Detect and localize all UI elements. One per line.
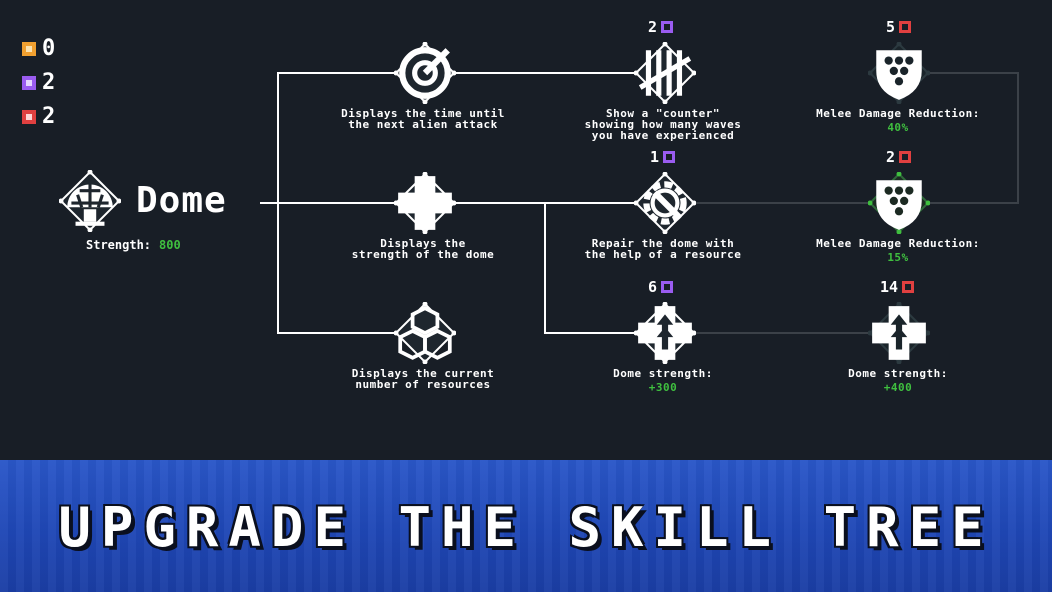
orange-resource-icon bbox=[22, 42, 36, 56]
dome-node[interactable] bbox=[59, 170, 121, 232]
gear-wrench-icon bbox=[634, 172, 696, 234]
melee15-label: Melee Damage Reduction:15% bbox=[816, 237, 980, 264]
melee15-node[interactable] bbox=[868, 172, 930, 234]
resource-orange: 0 bbox=[22, 38, 55, 60]
dome-icon bbox=[59, 170, 121, 232]
strength400-cost: 14 bbox=[880, 278, 915, 296]
shield-scales-icon bbox=[868, 42, 930, 104]
strength300-cost: 6 bbox=[648, 278, 674, 296]
dome-strength: Strength:800 bbox=[86, 238, 181, 252]
purple-resource-icon bbox=[22, 76, 36, 90]
shield-scales-icon bbox=[868, 172, 930, 234]
red-resource-icon bbox=[22, 110, 36, 124]
melee15-cost: 2 bbox=[886, 148, 912, 166]
melee40-cost: 5 bbox=[886, 18, 912, 36]
red-resource-icon bbox=[902, 281, 915, 293]
resources-node[interactable] bbox=[394, 302, 456, 364]
strength400-node[interactable] bbox=[868, 302, 930, 364]
repair-cost: 1 bbox=[650, 148, 676, 166]
tree-connectors bbox=[260, 72, 1019, 334]
timer-node[interactable] bbox=[394, 42, 456, 104]
cross-icon bbox=[394, 172, 456, 234]
strength300-label: Dome strength:+300 bbox=[613, 367, 713, 394]
shield-arrow-icon bbox=[634, 302, 696, 364]
red-resource-icon bbox=[899, 21, 912, 33]
red-resource-icon bbox=[899, 151, 912, 163]
dome-title: Dome bbox=[136, 180, 227, 221]
skill-tree-panel: 0 2 2 Dome Strength:800 Displays the tim… bbox=[22, 18, 1019, 394]
cubes-icon bbox=[394, 302, 456, 364]
counter-node[interactable] bbox=[634, 42, 696, 104]
shield-arrow-icon bbox=[868, 302, 930, 364]
strength400-label: Dome strength:+400 bbox=[848, 367, 948, 394]
melee40-label: Melee Damage Reduction:40% bbox=[816, 107, 980, 134]
strength-node[interactable] bbox=[394, 172, 456, 234]
radar-icon bbox=[394, 42, 456, 104]
strength300-node[interactable] bbox=[634, 302, 696, 364]
counter-cost: 2 bbox=[648, 18, 674, 36]
melee40-node[interactable] bbox=[868, 42, 930, 104]
repair-node[interactable] bbox=[634, 172, 696, 234]
purple-resource-icon bbox=[661, 21, 674, 33]
banner-title: UPGRADE THE SKILL TREE bbox=[58, 496, 994, 559]
tally-icon bbox=[634, 42, 696, 104]
resource-purple: 2 bbox=[22, 72, 55, 94]
purple-resource-icon bbox=[661, 281, 674, 293]
promo-banner: UPGRADE THE SKILL TREE bbox=[0, 460, 1052, 592]
resource-red: 2 bbox=[22, 106, 55, 128]
purple-resource-icon bbox=[663, 151, 676, 163]
